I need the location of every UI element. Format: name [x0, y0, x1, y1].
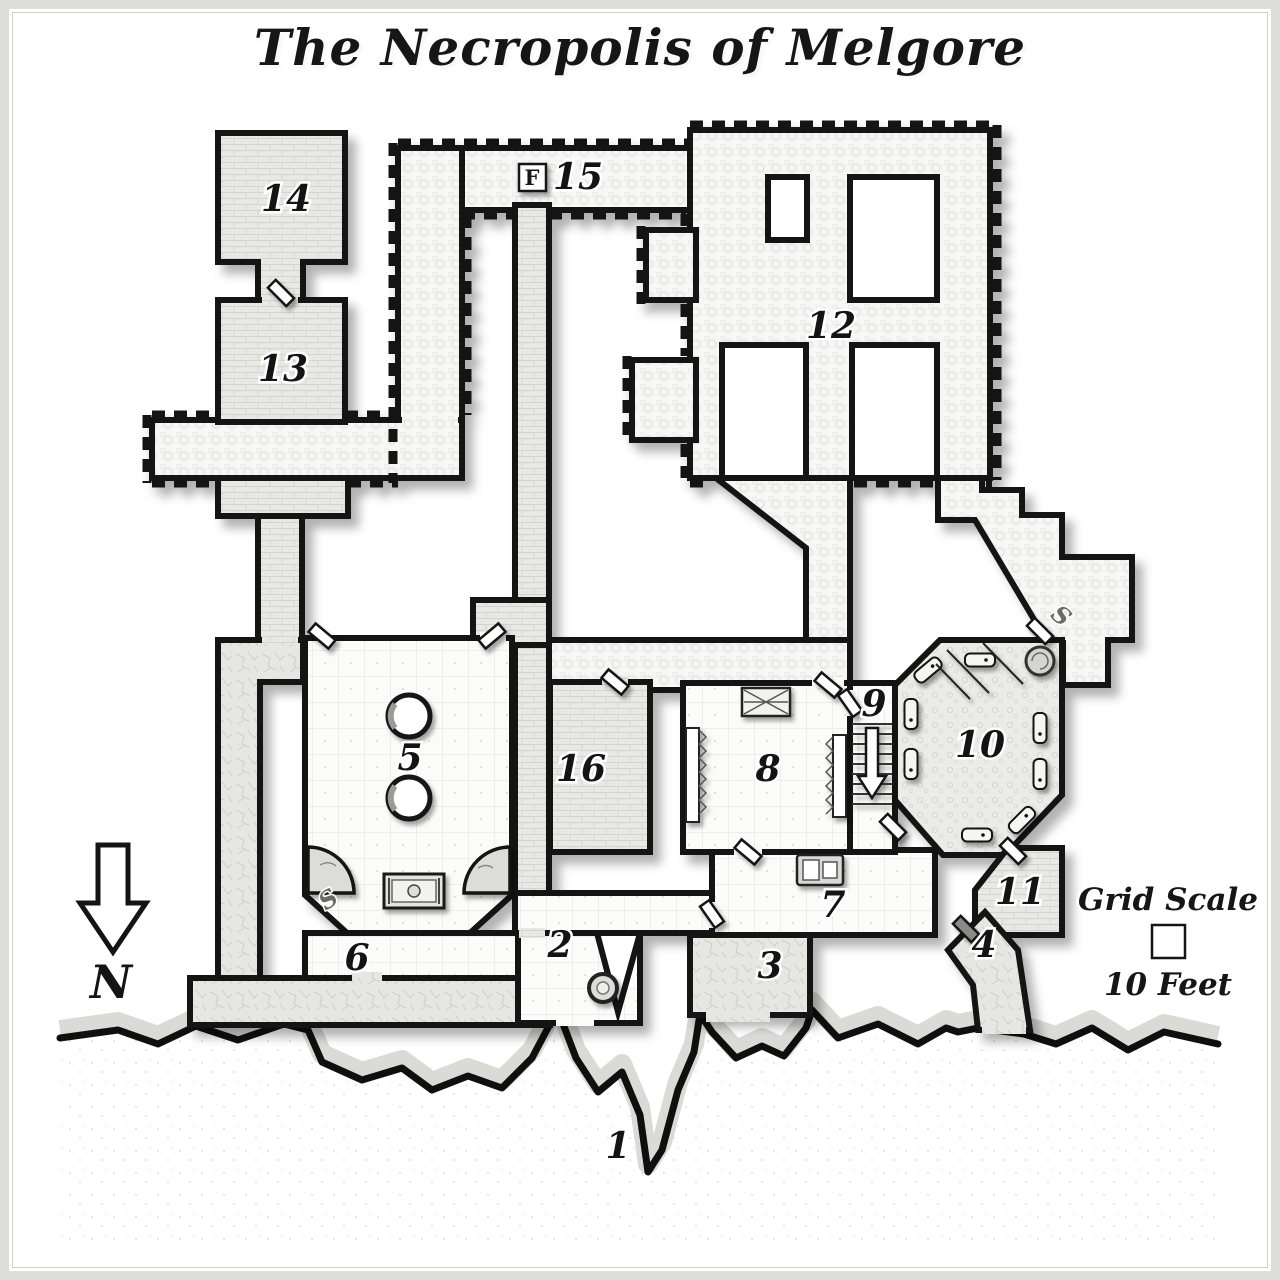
coffin-icon — [1032, 758, 1048, 790]
hatch-lines — [935, 642, 1024, 700]
well-icon — [388, 777, 430, 819]
coffin-icon — [961, 827, 993, 843]
north-arrow-icon — [75, 842, 151, 957]
well-icon — [388, 695, 430, 737]
map-title: The Necropolis of Melgore — [253, 18, 1027, 77]
rack-icon — [685, 727, 708, 823]
fountain-marker: F — [517, 162, 548, 193]
cracked-corridor-west — [215, 637, 306, 988]
room-label-6: 6 — [344, 937, 369, 979]
room-label-3: 3 — [757, 945, 782, 987]
room-label-13: 13 — [258, 348, 308, 390]
room-2-upper-floor — [512, 890, 718, 936]
room-label-12: 12 — [806, 305, 856, 347]
alcove-shading — [319, 862, 494, 869]
room-label-1: 1 — [605, 1125, 630, 1167]
corridor-west-horizontal-floor — [149, 417, 465, 481]
compass-label: N — [88, 955, 134, 1009]
coffin-icon — [903, 698, 919, 730]
room-label-5: 5 — [397, 737, 422, 779]
door-icon — [951, 914, 981, 944]
grid-scale-heading: Grid Scale — [1078, 882, 1258, 918]
crenellation-teeth — [142, 120, 1002, 488]
room-3-floor — [687, 932, 813, 1018]
rubble-icon — [1024, 645, 1056, 677]
chest-icon — [795, 853, 845, 887]
secret-alcove — [306, 845, 356, 895]
room-label-7: 7 — [820, 884, 845, 926]
west-landing-floor — [215, 475, 351, 519]
room-label-2: 2 — [546, 924, 572, 966]
passage-12-to-10 — [935, 475, 1135, 688]
secret-alcove — [462, 845, 512, 895]
room-label-11: 11 — [995, 871, 1045, 913]
room-13-floor — [215, 297, 348, 425]
room-6-floor — [302, 930, 553, 981]
area-12-pillar — [765, 174, 810, 243]
grid-scale-legend: Grid Scale 10 Feet — [1076, 880, 1261, 1006]
room-label-9: 9 — [861, 683, 886, 725]
area-12-pillar — [847, 174, 940, 303]
cliff-edge — [56, 1006, 1222, 1176]
room-16-floor — [547, 679, 653, 855]
coffin-icon — [964, 652, 996, 668]
room-4-passage — [944, 907, 1034, 1033]
room-10-floor — [892, 637, 1065, 858]
area-12-pillar — [719, 342, 809, 481]
room-label-8: 8 — [754, 748, 780, 790]
cracked-corridor-south — [187, 975, 553, 1028]
room-2-rock-wedge — [593, 930, 644, 1024]
rack-icon — [824, 734, 847, 818]
coffin-icon — [1032, 712, 1048, 744]
passage-12-to-middle — [707, 475, 853, 651]
grid-scale-square — [1150, 923, 1187, 960]
grid-scale-caption: 10 Feet — [1104, 967, 1233, 1003]
corridor-from-F — [512, 202, 552, 608]
compass-north: N — [75, 842, 151, 1012]
room-label-16: 16 — [556, 748, 606, 790]
table-icon — [740, 686, 792, 718]
area-12-west-alcove — [629, 357, 699, 443]
room-label-14: 14 — [261, 178, 311, 220]
stairs-down-icon — [852, 723, 892, 805]
outdoor-cavern — [56, 992, 1222, 1240]
svg-text:F: F — [525, 165, 540, 190]
inner-frame-line — [12, 12, 1268, 1268]
coffin-icon — [903, 748, 919, 780]
altar-icon — [382, 872, 446, 910]
room-labels: 1 2 3 4 5 6 7 8 9 10 11 12 13 14 15 16 S… — [255, 154, 1078, 1170]
area-12-pillar — [849, 342, 940, 481]
area-12-west-alcove — [643, 227, 699, 303]
room-label-10: 10 — [955, 724, 1005, 766]
room-label-15: 15 — [553, 156, 603, 198]
well-icon — [587, 972, 619, 1004]
room-label-4: 4 — [971, 924, 996, 966]
